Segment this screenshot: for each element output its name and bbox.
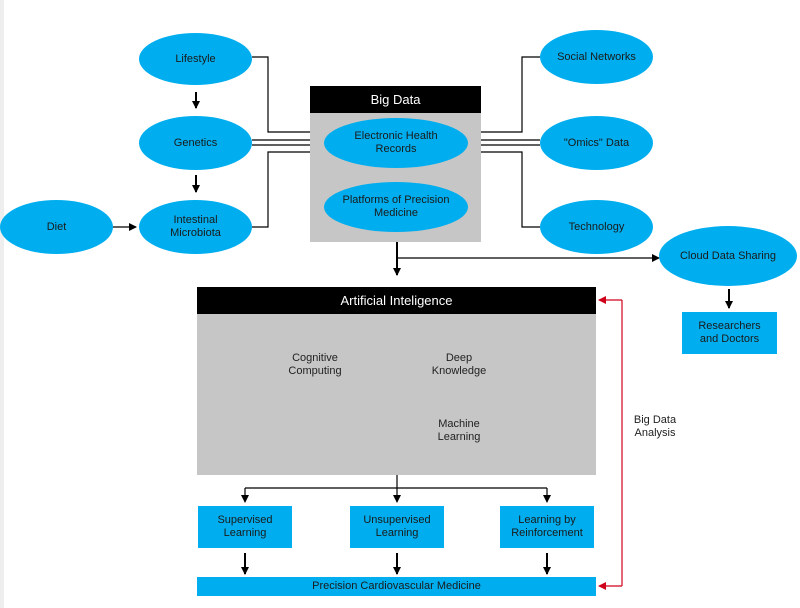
deep-knowledge-label: Deep Knowledge (431, 352, 487, 377)
technology-node: Technology (540, 200, 653, 254)
cognitive-computing-label: Cognitive Computing (288, 352, 342, 377)
big-data-analysis-label: Big Data Analysis (633, 414, 677, 439)
arrow-social-ehr (472, 56, 540, 136)
reinforcement-node: Learning by Reinforcement (500, 506, 594, 548)
cloud-sharing-node: Cloud Data Sharing (659, 226, 797, 286)
ehr-node: Electronic Health Records (324, 118, 468, 168)
ai-header: Artificial Inteligence (197, 287, 596, 314)
microbiota-node: Intestinal Microbiota (139, 200, 252, 254)
arrow-technology-ehr (472, 148, 540, 228)
supervised-node: Supervised Learning (198, 506, 292, 548)
social-networks-node: Social Networks (540, 30, 653, 84)
big-data-header: Big Data (310, 86, 481, 113)
lifestyle-node: Lifestyle (139, 33, 252, 85)
precision-medicine-node: Precision Cardiovascular Medicine (197, 577, 596, 596)
left-frame-edge (0, 0, 4, 608)
arrow-microbiota-ehr (252, 148, 319, 228)
machine-learning-label: Machine Learning (437, 418, 481, 443)
platforms-node: Platforms of Precision Medicine (324, 182, 468, 232)
genetics-node: Genetics (139, 116, 252, 170)
omics-node: "Omics" Data (540, 116, 653, 170)
diet-node: Diet (0, 200, 113, 254)
arrow-lifestyle-ehr (252, 56, 319, 136)
unsupervised-node: Unsupervised Learning (350, 506, 444, 548)
researchers-node: Researchers and Doctors (682, 312, 777, 354)
ai-panel (197, 314, 596, 475)
